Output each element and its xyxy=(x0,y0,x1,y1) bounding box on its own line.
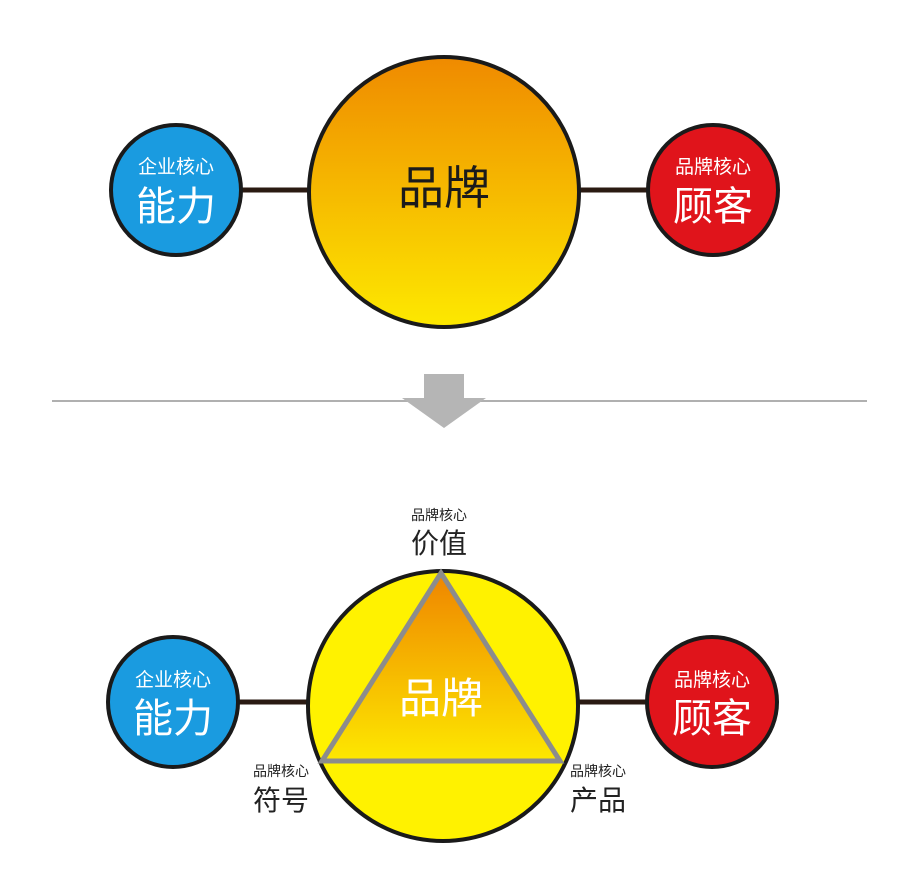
vertex-top-big-label: 价值 xyxy=(411,527,467,560)
top-right-big-label: 顾客 xyxy=(673,184,753,230)
top-diagram: 企业核心 能力 品牌 品牌核心 顾客 xyxy=(109,55,780,329)
vertex-right-big-label: 产品 xyxy=(570,784,626,817)
vertex-top-small-label: 品牌核心 xyxy=(411,507,467,524)
vertex-left-big-label: 符号 xyxy=(253,784,309,817)
top-right-circle xyxy=(646,123,780,257)
bottom-right-big-label: 顾客 xyxy=(672,696,752,742)
brand-triangle xyxy=(317,568,565,764)
bottom-left-circle xyxy=(106,635,240,769)
bottom-center-label: 品牌 xyxy=(399,674,483,723)
top-left-circle xyxy=(109,123,243,257)
bottom-right-small-label: 品牌核心 xyxy=(674,669,750,691)
top-right-small-label: 品牌核心 xyxy=(675,156,751,178)
vertex-left-small-label: 品牌核心 xyxy=(253,763,309,780)
bottom-right-circle xyxy=(645,635,779,769)
bottom-left-big-label: 能力 xyxy=(133,696,213,742)
top-left-small-label: 企业核心 xyxy=(138,156,214,178)
down-arrow-icon xyxy=(402,374,486,428)
top-left-big-label: 能力 xyxy=(136,184,216,230)
bottom-left-small-label: 企业核心 xyxy=(135,669,211,691)
transition xyxy=(52,374,867,428)
bottom-diagram: 企业核心 能力 品牌 品牌核心 顾客 品牌核心 价值 品牌核心 符号 品牌核心 … xyxy=(106,507,779,843)
vertex-right-small-label: 品牌核心 xyxy=(570,763,626,780)
top-center-label: 品牌 xyxy=(398,161,490,215)
top-center-circle xyxy=(307,55,581,329)
